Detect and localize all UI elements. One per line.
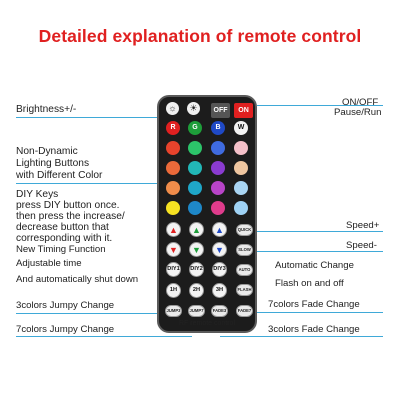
green-button-label: G: [192, 124, 198, 131]
color-button[interactable]: [166, 201, 180, 215]
remote-caption: RF remote control: [178, 320, 236, 327]
fade7-line: [240, 312, 383, 313]
flash-button[interactable]: FLASH: [236, 284, 253, 296]
non-dynamic-label-1: Non-Dynamic: [16, 146, 78, 157]
diy2-button[interactable]: DIY2: [189, 262, 204, 277]
jumpy3-label: 3colors Jumpy Change: [16, 300, 115, 311]
flash-label: Flash on and off: [275, 278, 344, 289]
color-button[interactable]: [234, 201, 248, 215]
color-button[interactable]: [166, 181, 180, 195]
speed-minus-label: Speed-: [346, 240, 377, 251]
diy3-button[interactable]: DIY3: [212, 262, 227, 277]
brightness-line: [16, 117, 157, 118]
timer-3h-button[interactable]: 3H: [212, 283, 227, 298]
color-button[interactable]: [166, 121, 180, 135]
red-up-arrow-icon[interactable]: ▲: [166, 222, 181, 237]
blue-up-arrow-icon[interactable]: ▲: [212, 222, 227, 237]
diy-label-3: then press the increase/: [16, 211, 125, 222]
speed-minus-line: [257, 251, 383, 252]
off-button[interactable]: OFF: [211, 103, 230, 118]
color-button[interactable]: [234, 181, 248, 195]
color-button[interactable]: [211, 201, 225, 215]
blue-down-arrow-icon[interactable]: ▼: [212, 242, 227, 257]
diy-label-5: corresponding with it.: [16, 233, 113, 244]
fade3-line: [220, 336, 383, 337]
non-dynamic-line: [16, 183, 163, 184]
color-button[interactable]: [188, 201, 202, 215]
jumpy3-line: [16, 313, 173, 314]
speed-plus-line: [257, 231, 383, 232]
fade3-label: 3colors Fade Change: [268, 324, 360, 335]
diy-label-2: press DIY button once.: [16, 200, 120, 211]
red-button-label: R: [170, 124, 176, 131]
brightness-label: Brightness+/-: [16, 104, 77, 115]
timing-label: New Timing Function: [16, 244, 106, 255]
white-button-label: W: [237, 124, 245, 131]
blue-button-label: B: [215, 124, 221, 131]
jumpy7-line: [16, 336, 192, 337]
red-down-arrow-icon[interactable]: ▼: [166, 242, 181, 257]
timer-1h-button[interactable]: 1H: [166, 283, 181, 298]
speed-plus-label: Speed+: [346, 220, 380, 231]
fade3-button[interactable]: FADE3: [211, 305, 228, 317]
diy-label-1: DIY Keys: [16, 189, 59, 200]
non-dynamic-label-3: with Different Color: [16, 170, 103, 181]
jump3-button[interactable]: JUMP3: [165, 305, 182, 317]
on-button[interactable]: ON: [234, 103, 253, 118]
fade7-label: 7colors Fade Change: [268, 299, 360, 310]
color-button[interactable]: [166, 141, 180, 155]
brightness-down-icon[interactable]: ☼: [166, 102, 179, 115]
non-dynamic-label-2: Lighting Buttons: [16, 158, 90, 169]
color-button[interactable]: [188, 121, 202, 135]
auto-change-label: Automatic Change: [275, 260, 354, 271]
on-off-label: ON/OFF: [342, 97, 379, 108]
color-button[interactable]: [211, 181, 225, 195]
adjustable-label: Adjustable time: [16, 258, 82, 269]
fade7-button[interactable]: FADE7: [236, 305, 253, 317]
diy1-button[interactable]: DIY1: [166, 262, 181, 277]
pause-run-label: Pause/Run: [334, 107, 382, 118]
color-button[interactable]: [166, 161, 180, 175]
page-title: Detailed explanation of remote control: [38, 26, 362, 46]
color-button[interactable]: [211, 161, 225, 175]
green-up-arrow-icon[interactable]: ▲: [189, 222, 204, 237]
brightness-up-icon[interactable]: ☀: [187, 102, 200, 115]
auto-button[interactable]: AUTO: [236, 264, 253, 276]
color-button[interactable]: [234, 141, 248, 155]
color-button[interactable]: [234, 161, 248, 175]
shutdown-label: And automatically shut down: [16, 274, 139, 285]
jumpy7-label: 7colors Jumpy Change: [16, 324, 115, 335]
color-button[interactable]: [188, 181, 202, 195]
color-button[interactable]: [211, 121, 225, 135]
color-button[interactable]: [211, 141, 225, 155]
color-button[interactable]: [234, 121, 248, 135]
jump7-button[interactable]: JUMP7: [188, 305, 205, 317]
quick-button[interactable]: QUICK: [236, 224, 253, 236]
color-button[interactable]: [188, 161, 202, 175]
slow-button[interactable]: SLOW: [236, 244, 253, 256]
color-button[interactable]: [188, 141, 202, 155]
timer-2h-button[interactable]: 2H: [189, 283, 204, 298]
diy-label-4: decrease button that: [16, 222, 109, 233]
on-off-line: [257, 105, 383, 106]
green-down-arrow-icon[interactable]: ▼: [189, 242, 204, 257]
